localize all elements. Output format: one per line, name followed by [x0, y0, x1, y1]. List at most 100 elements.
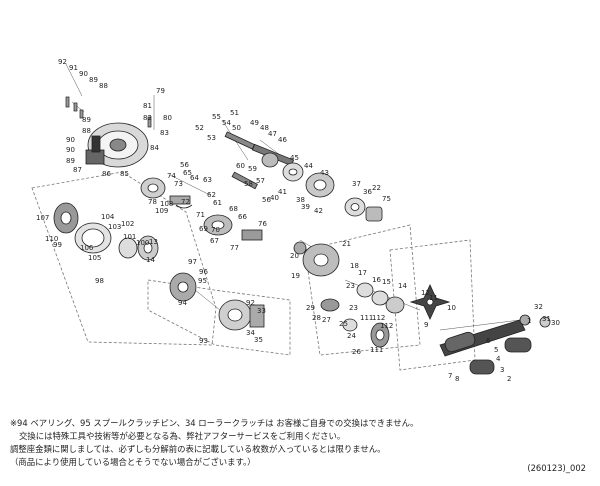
note-line-1: ※94 ベアリング、95 スプールクラッチピン、34 ローラークラッチは お客様… — [10, 418, 419, 428]
part-number-label: 58 — [244, 180, 253, 188]
part-number-label: 3 — [500, 366, 504, 374]
part-number-label: 42 — [314, 207, 323, 215]
part-number-label: 57 — [256, 177, 265, 185]
part-number-label: 15 — [382, 278, 391, 286]
drag-star-part — [409, 284, 451, 320]
part-number-label: 25 — [339, 320, 348, 328]
part-number-label: 90 — [66, 136, 75, 144]
part-number-label: 62 — [207, 191, 216, 199]
part-number-label: 86 — [102, 170, 111, 178]
part-number-label: 46 — [278, 136, 287, 144]
part-number-label: 51 — [230, 109, 239, 117]
part-number-label: 35 — [254, 336, 263, 344]
part-number-label: 70 — [211, 226, 220, 234]
part-number-label: 98 — [95, 277, 104, 285]
part-number-label: 67 — [210, 237, 219, 245]
note-line-3: 調整座金類に関しましては、必ずしも分解前の表に記載している枚数が入っているとは限… — [10, 444, 386, 454]
part-number-label: 7 — [448, 372, 452, 380]
part-number-label: 41 — [278, 188, 287, 196]
part-number-label: 80 — [163, 114, 172, 122]
part-number-label: 11 — [429, 294, 438, 302]
part-number-label: 92 — [58, 58, 67, 66]
part-number-label: 21 — [342, 240, 351, 248]
part-number-label: 4 — [496, 355, 501, 363]
part-number-label: 104 — [101, 213, 115, 221]
part-number-label: 66 — [238, 213, 247, 221]
part-number-label: 82 — [143, 114, 152, 122]
part-number-label: 111 — [360, 314, 373, 322]
part-number-label: 48 — [260, 124, 269, 132]
part-number-label: 27 — [322, 316, 331, 324]
part-number-label: 55 — [212, 113, 221, 121]
part-number-label: 19 — [291, 272, 300, 280]
part-number-label: 97 — [188, 258, 197, 266]
drive-gear-parts — [224, 131, 383, 222]
part-number-label: 90 — [79, 70, 88, 78]
part-number-label: 85 — [120, 170, 129, 178]
part-number-label: 77 — [230, 244, 239, 252]
part-number-label: 69 — [199, 225, 208, 233]
part-number-label: 95 — [198, 277, 207, 285]
handle-group-outline — [304, 224, 421, 356]
part-number-label: 20 — [290, 252, 299, 260]
part-number-label: 34 — [246, 329, 255, 337]
part-number-label: 59 — [248, 165, 257, 173]
part-number-label: 24 — [347, 332, 356, 340]
part-number-label: 76 — [258, 220, 267, 228]
part-number-label: 52 — [195, 124, 204, 132]
part-number-label: 56 — [262, 196, 271, 204]
part-labels: 92 91 90 89 88 79 81 82 80 83 84 85 86 8… — [36, 58, 560, 383]
clutch-parts — [140, 177, 263, 241]
part-number-label: 29 — [306, 304, 315, 312]
part-number-label: 6 — [486, 337, 491, 345]
part-number-label: 17 — [358, 269, 367, 277]
diagram-code: (260123)_002 — [527, 463, 586, 473]
part-number-label: 18 — [350, 262, 359, 270]
part-number-label: 56 — [180, 161, 189, 169]
part-number-label: 88 — [99, 82, 108, 90]
part-number-label: 38 — [296, 196, 305, 204]
part-number-label: 37 — [352, 180, 361, 188]
part-number-label: 8 — [455, 375, 459, 383]
part-number-label: 2 — [507, 375, 511, 383]
part-number-label: 96 — [199, 268, 208, 276]
part-number-label: 88 — [82, 127, 91, 135]
part-number-label: 90 — [66, 146, 75, 154]
part-number-label: 43 — [320, 169, 329, 177]
part-number-label: 92 — [246, 299, 255, 307]
part-number-label: 63 — [203, 176, 212, 184]
part-number-label: 61 — [213, 199, 222, 207]
part-number-label: 94 — [178, 299, 187, 307]
part-number-label: 112 — [372, 314, 385, 322]
part-number-label: 23 — [346, 282, 355, 290]
part-number-label: 22 — [372, 184, 381, 192]
part-number-label: 26 — [352, 348, 361, 356]
notes: ※94 ベアリング、95 スプールクラッチピン、34 ローラークラッチは お客様… — [10, 417, 590, 469]
part-number-label: 40 — [270, 194, 279, 202]
part-number-label: 79 — [156, 87, 165, 95]
part-number-label: 87 — [73, 166, 82, 174]
part-number-label: 99 — [53, 241, 62, 249]
part-number-label: 10 — [447, 304, 456, 312]
part-number-label: 31 — [542, 315, 551, 323]
note-line-4: （商品により使用している場合とそうでない場合がございます。） — [10, 457, 256, 467]
part-number-label: 33 — [257, 307, 266, 315]
part-number-label: 110 — [45, 235, 58, 243]
spool-part — [218, 299, 265, 331]
part-number-label: 16 — [372, 276, 381, 284]
handle-parts — [439, 314, 551, 375]
part-number-label: 30 — [551, 319, 560, 327]
part-number-label: 91 — [69, 64, 78, 72]
part-number-label: 1 — [527, 317, 531, 325]
part-number-label: 5 — [494, 346, 498, 354]
left-group-outline — [31, 171, 217, 346]
note-line-2: 交換には特殊工具や技術等が必要となる為、弊社アフターサービスをご利用ください。 — [19, 431, 346, 441]
part-number-label: 64 — [190, 174, 199, 182]
part-number-label: 112 — [380, 322, 393, 330]
part-number-label: 36 — [363, 188, 372, 196]
part-number-label: 103 — [108, 223, 121, 231]
part-number-label: 72 — [181, 198, 190, 206]
part-number-label: 45 — [290, 154, 299, 162]
part-number-label: 9 — [424, 321, 428, 329]
